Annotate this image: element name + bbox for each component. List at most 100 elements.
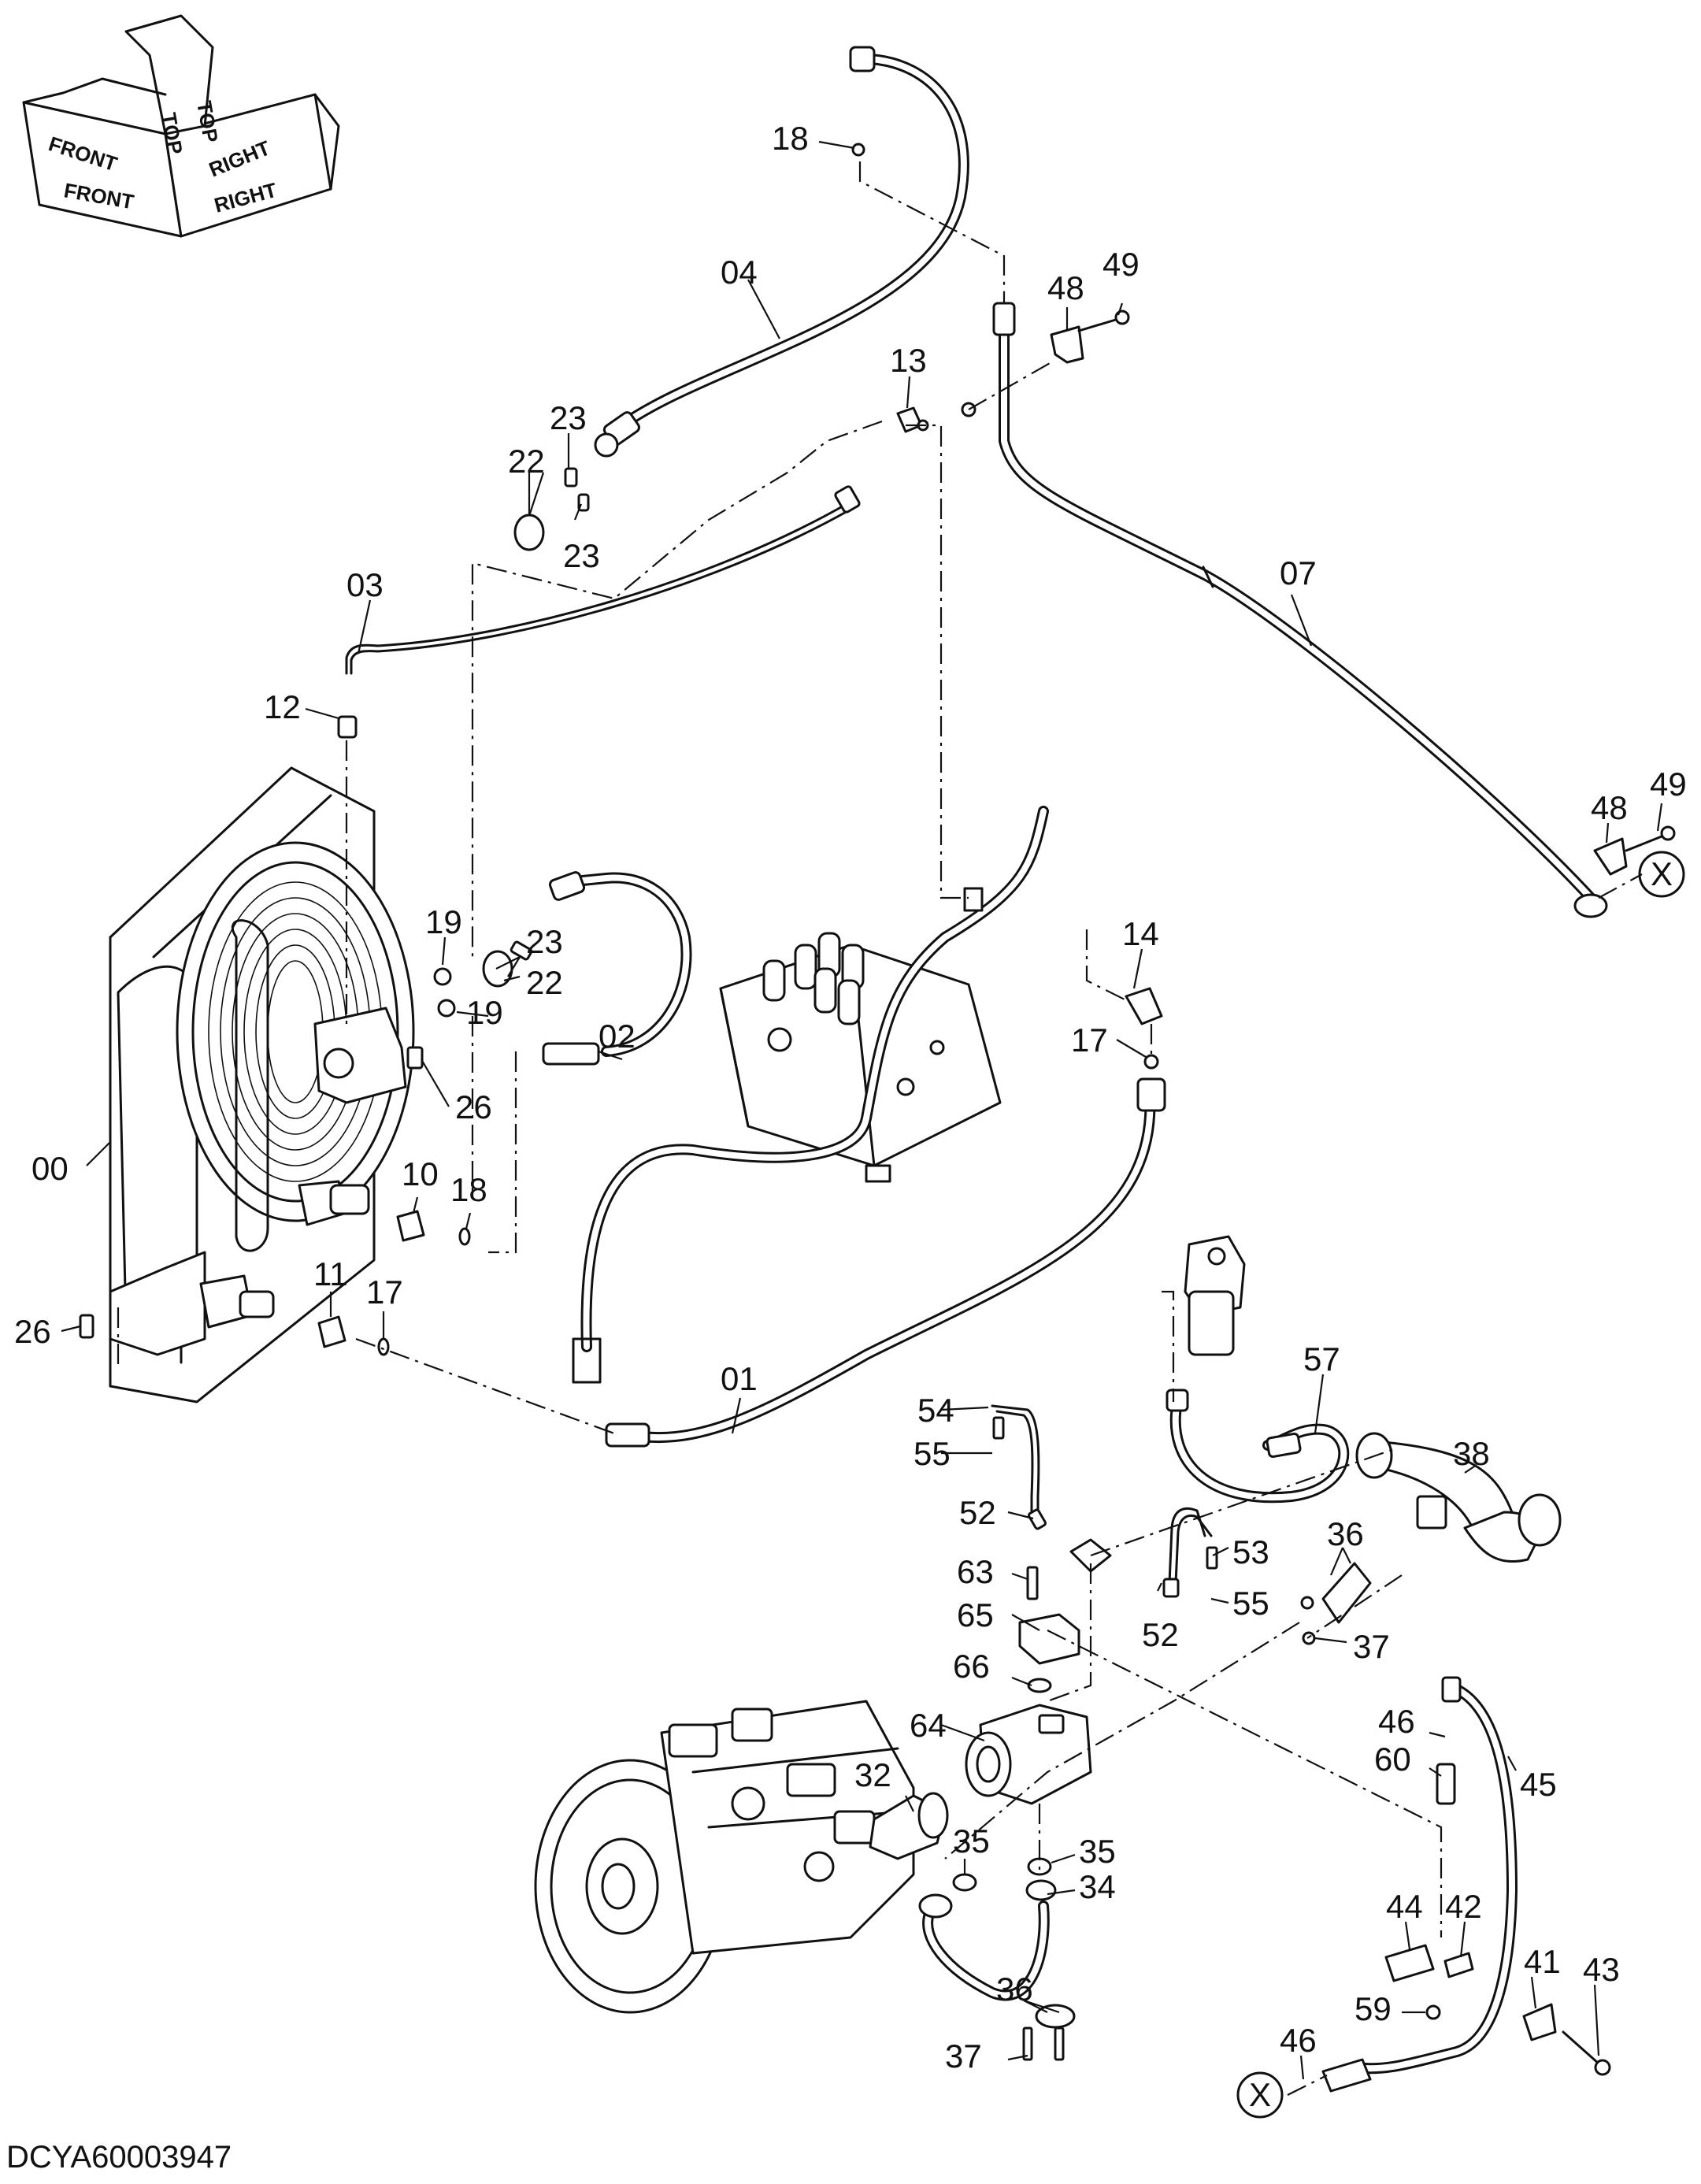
leader-lines xyxy=(61,140,1663,2080)
orientation-indicator: FRONT FRONT TOP TOP RIGHT RIGHT xyxy=(22,14,340,238)
clamp-41 xyxy=(1522,2003,1557,2041)
fitting-60 xyxy=(1436,1763,1456,1805)
label-48-top: 48 xyxy=(1047,269,1084,306)
label-53: 53 xyxy=(1232,1533,1269,1570)
adapter-11 xyxy=(317,1315,346,1348)
label-49-right: 49 xyxy=(1650,766,1687,803)
cooler-assembly-00 xyxy=(79,766,424,1403)
label-63: 63 xyxy=(957,1553,994,1590)
label-18-mid: 18 xyxy=(450,1171,487,1208)
label-55-left: 55 xyxy=(914,1435,951,1472)
label-60: 60 xyxy=(1374,1741,1411,1778)
label-00: 00 xyxy=(32,1150,69,1187)
bracket-48-upper xyxy=(961,310,1130,417)
label-12: 12 xyxy=(264,688,301,725)
label-11: 11 xyxy=(313,1255,348,1292)
label-22-mid: 22 xyxy=(526,964,563,1001)
label-55-right: 55 xyxy=(1232,1585,1269,1622)
solenoid-64 xyxy=(965,1704,1092,1805)
label-10: 10 xyxy=(402,1155,439,1192)
control-valve xyxy=(719,932,1002,1183)
bracket-36-right xyxy=(1300,1562,1372,1645)
label-54: 54 xyxy=(917,1392,954,1429)
label-35-right: 35 xyxy=(1079,1833,1116,1870)
bracket-48-lower xyxy=(1593,825,1676,876)
label-48-right: 48 xyxy=(1591,789,1628,826)
label-52-left: 52 xyxy=(959,1494,996,1531)
label-35-left: 35 xyxy=(953,1822,990,1860)
hose-53 xyxy=(1162,1507,1218,1598)
clamp-36-lower xyxy=(1022,2004,1076,2061)
label-23-top-a: 23 xyxy=(550,399,587,436)
label-38: 38 xyxy=(1453,1435,1490,1472)
hose-01 xyxy=(605,1077,1166,1448)
label-01: 01 xyxy=(721,1360,758,1397)
label-26-mid: 26 xyxy=(455,1088,492,1125)
fitting-13 xyxy=(896,406,929,433)
label-13: 13 xyxy=(890,342,927,379)
bracket-44 xyxy=(1384,1944,1435,1982)
label-64: 64 xyxy=(910,1707,947,1744)
label-37-lower: 37 xyxy=(945,2038,982,2075)
hose-04 xyxy=(594,46,969,458)
callout-x-lower: X xyxy=(1236,2071,1284,2119)
callout-x-upper: X xyxy=(1638,851,1685,898)
hose-34 xyxy=(918,1857,1057,2001)
bolt-63 xyxy=(1026,1566,1039,1600)
oring-66 xyxy=(1027,1678,1052,1693)
label-14: 14 xyxy=(1122,915,1159,952)
adapter-10 xyxy=(396,1210,425,1242)
part-labels: 18 04 49 48 13 23 22 23 03 07 12 49 48 1… xyxy=(6,120,1687,2175)
label-59: 59 xyxy=(1354,1990,1392,2027)
elbow-hose-38 xyxy=(1355,1432,1562,1563)
label-43: 43 xyxy=(1583,1951,1620,1988)
hose-03 xyxy=(345,485,861,675)
label-66: 66 xyxy=(953,1648,990,1685)
label-46-lower: 46 xyxy=(1280,2022,1317,2059)
label-44: 44 xyxy=(1386,1888,1423,1925)
fitting-12 xyxy=(337,715,358,739)
label-26-left: 26 xyxy=(14,1313,51,1350)
pump-assembly xyxy=(534,1700,915,2014)
bracket-42 xyxy=(1443,1952,1474,1978)
label-02: 02 xyxy=(598,1018,636,1055)
fitting-32 xyxy=(869,1792,949,1860)
callout-x-upper-label: X xyxy=(1651,855,1673,892)
return-pipe xyxy=(572,806,1049,1384)
label-19-top: 19 xyxy=(425,903,462,940)
label-07: 07 xyxy=(1280,554,1317,591)
label-46-right: 46 xyxy=(1378,1703,1415,1740)
elbow-14 xyxy=(1125,987,1163,1025)
label-17-left: 17 xyxy=(366,1274,403,1311)
label-17-right: 17 xyxy=(1071,1022,1108,1059)
block-65 xyxy=(1018,1613,1080,1665)
callout-x-lower-label: X xyxy=(1249,2076,1271,2113)
label-32: 32 xyxy=(854,1756,891,1793)
bolt-43 xyxy=(1562,2030,1611,2076)
hose-54 xyxy=(991,1404,1047,1530)
drawing-code: DCYA60003947 xyxy=(6,2140,232,2175)
label-41: 41 xyxy=(1524,1943,1561,1980)
label-23-top-b: 23 xyxy=(563,537,600,574)
o-rings xyxy=(377,143,1159,1356)
label-34: 34 xyxy=(1079,1868,1116,1905)
label-57: 57 xyxy=(1303,1340,1340,1378)
filter-assembly xyxy=(1184,1235,1246,1356)
label-19-mid: 19 xyxy=(466,994,503,1031)
label-52-right: 52 xyxy=(1142,1616,1179,1653)
flange-22-upper xyxy=(513,467,590,551)
bolt-59 xyxy=(1425,2004,1441,2020)
label-36-lower: 36 xyxy=(996,1971,1033,2008)
label-37-right: 37 xyxy=(1353,1628,1390,1665)
label-18-top: 18 xyxy=(772,120,809,157)
label-65: 65 xyxy=(957,1596,994,1633)
label-22-top: 22 xyxy=(508,443,545,480)
label-04: 04 xyxy=(721,254,758,291)
label-49-top: 49 xyxy=(1102,246,1140,283)
hose-57 xyxy=(1166,1389,1350,1504)
label-23-mid: 23 xyxy=(526,923,563,960)
hose-02 xyxy=(542,871,692,1066)
label-03: 03 xyxy=(346,566,384,603)
label-45: 45 xyxy=(1520,1766,1557,1803)
